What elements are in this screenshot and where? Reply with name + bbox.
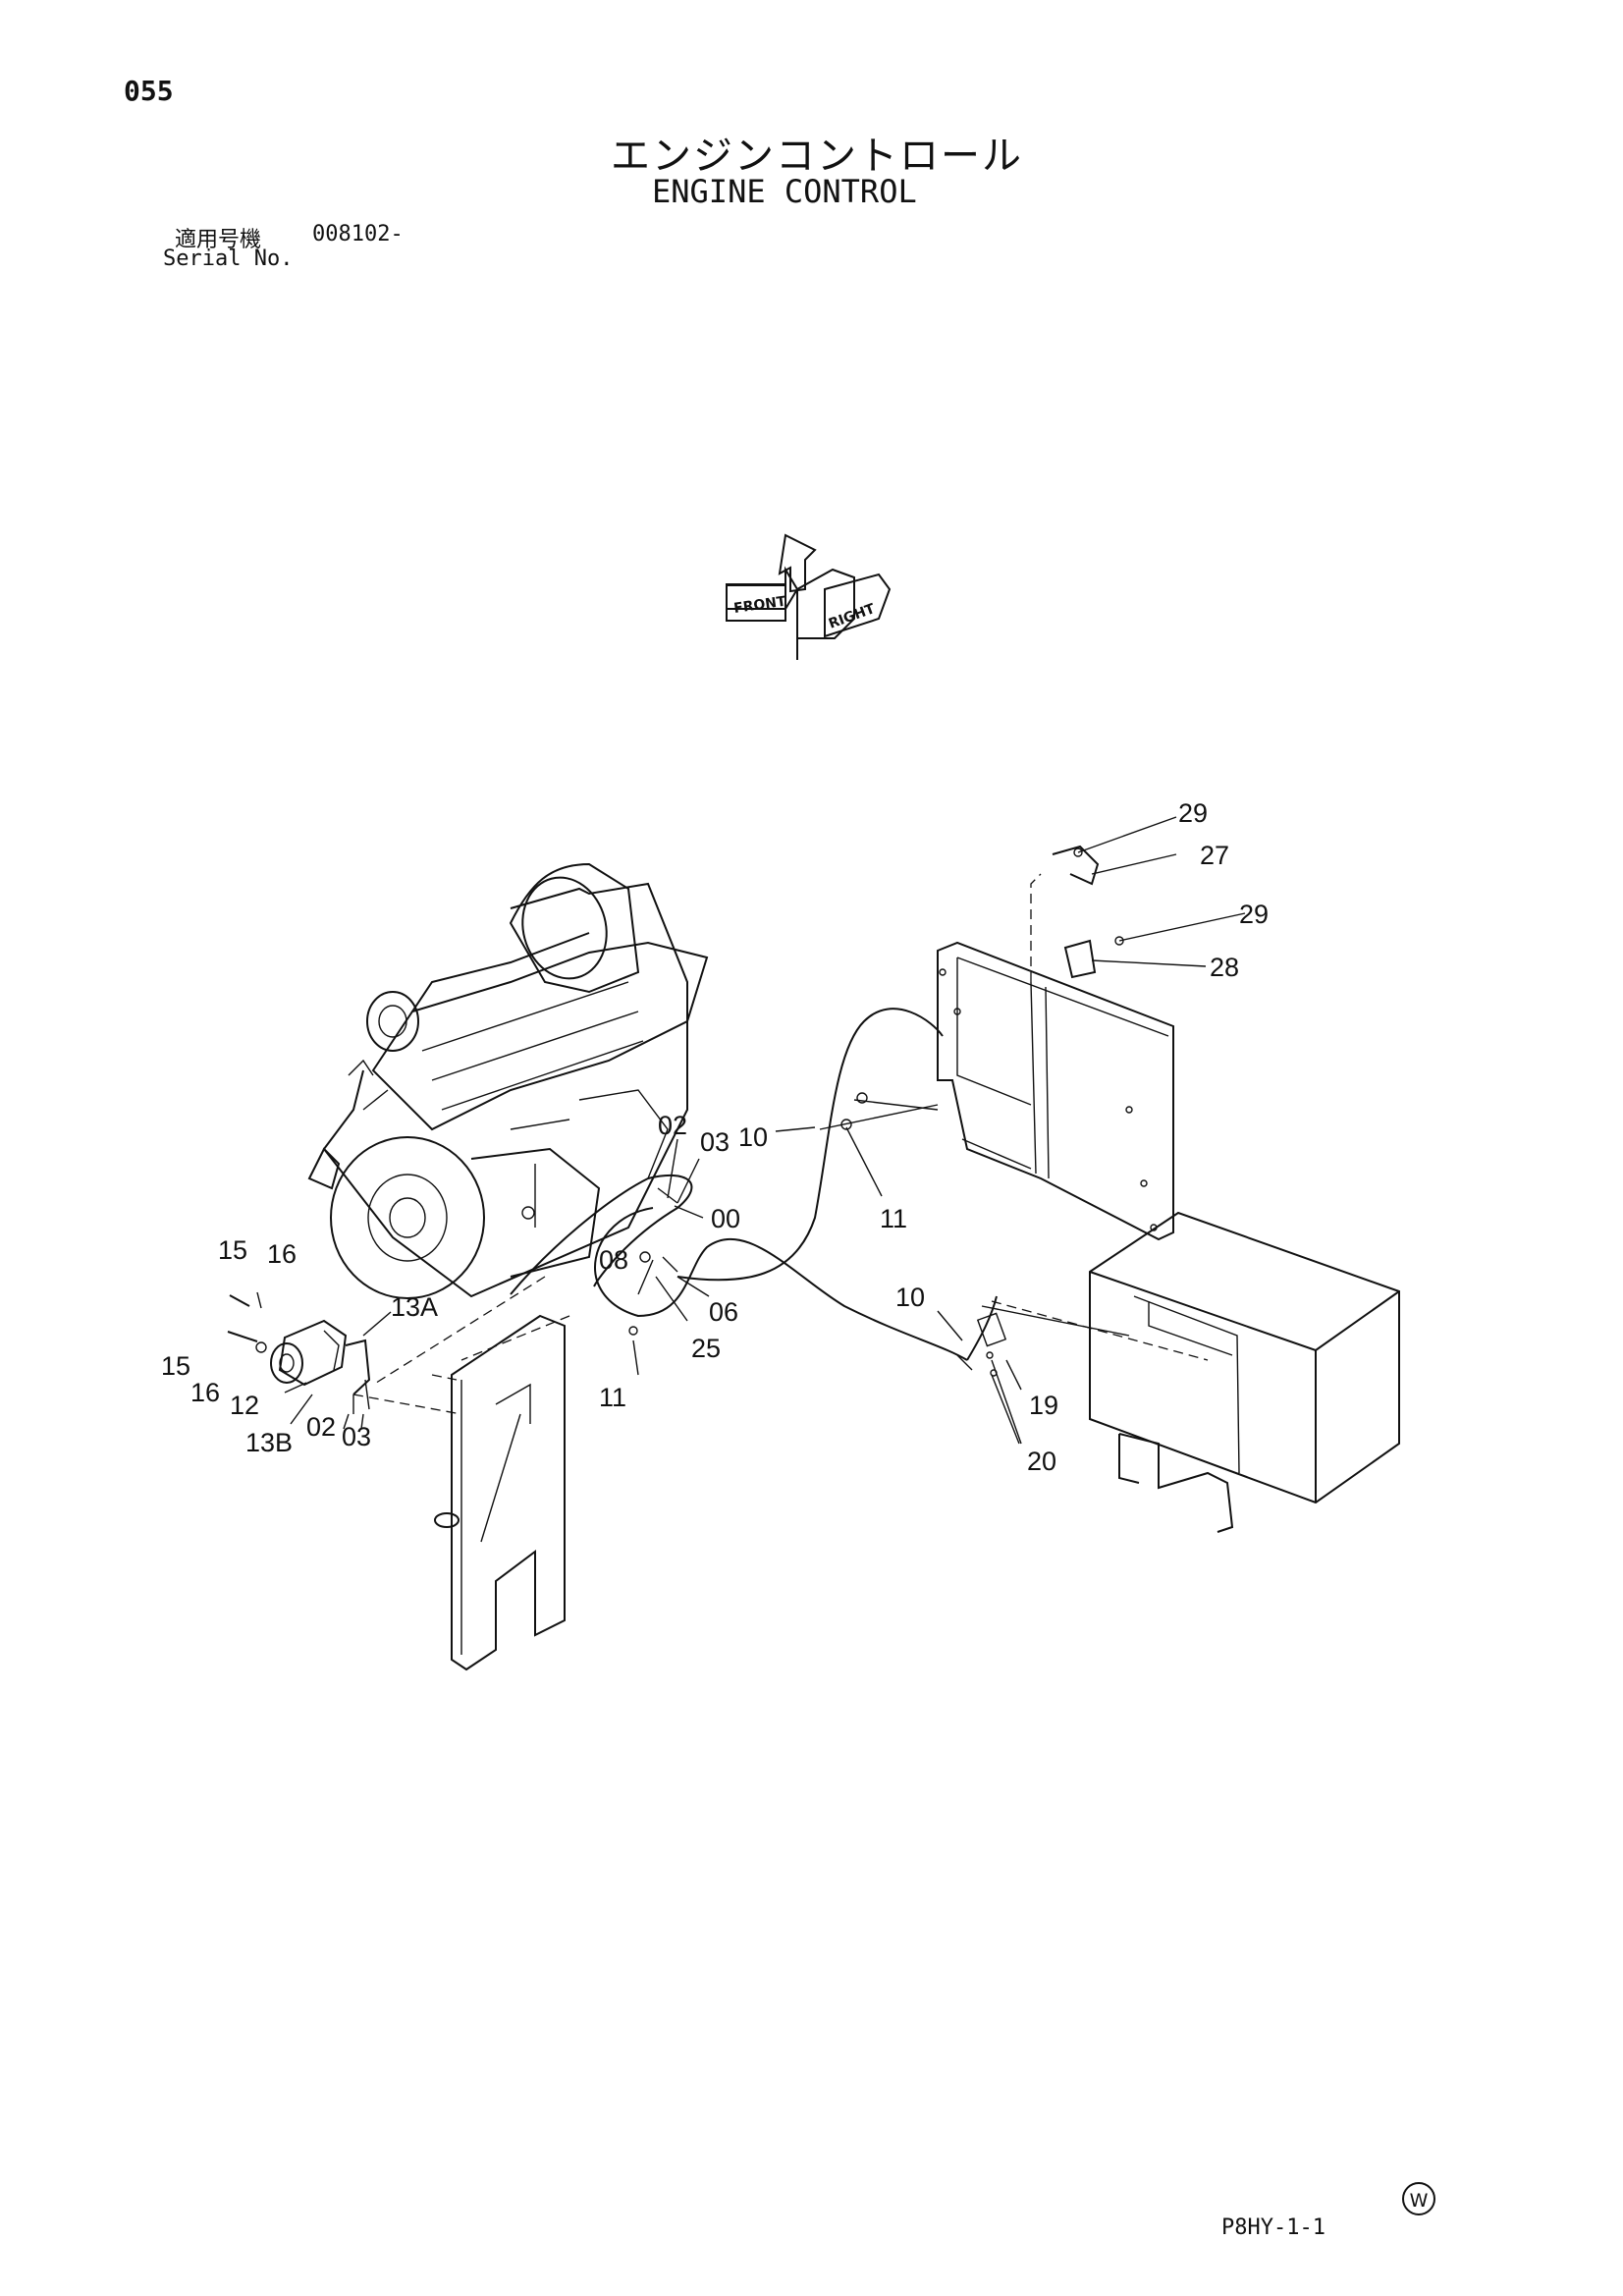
- callout-03-lower: 03: [342, 1422, 371, 1451]
- watermark-circle-icon: W: [1402, 2182, 1435, 2215]
- callout-15-lower: 15: [161, 1351, 190, 1381]
- callout-13A: 13A: [391, 1292, 438, 1322]
- orientation-arrows-icon: FRONT RIGHT: [726, 533, 892, 660]
- callout-00: 00: [711, 1204, 740, 1233]
- control-box-illustration: [991, 1211, 1400, 1533]
- callout-labels: 29 27 29 28 02 03 10 00 11 15 16 13A 08 …: [161, 798, 1269, 1476]
- callout-29-mid: 29: [1239, 900, 1269, 929]
- page-title-english: ENGINE CONTROL: [652, 173, 917, 210]
- callout-02-upper: 02: [658, 1111, 687, 1140]
- callout-12: 12: [230, 1391, 259, 1420]
- serial-number-value: 008102-: [312, 222, 404, 246]
- callout-10-upper: 10: [738, 1122, 768, 1152]
- callout-06: 06: [709, 1297, 738, 1327]
- callout-08: 08: [599, 1245, 628, 1275]
- figure-code: P8HY-1-1: [1221, 2215, 1325, 2240]
- callout-11-upper: 11: [880, 1204, 907, 1233]
- callout-03-upper: 03: [700, 1127, 730, 1157]
- callout-27: 27: [1200, 841, 1229, 870]
- callout-25: 25: [691, 1334, 721, 1363]
- callout-16-upper: 16: [267, 1239, 297, 1269]
- callout-10-lower: 10: [895, 1283, 925, 1312]
- callout-29-top: 29: [1178, 798, 1208, 828]
- control-cable-illustration: [352, 1008, 1130, 1415]
- page-title-japanese: エンジンコントロール: [611, 134, 1023, 179]
- callout-02-lower: 02: [306, 1412, 336, 1442]
- callout-28: 28: [1210, 953, 1239, 982]
- engine-assembly-illustration: [307, 862, 709, 1299]
- front-label: FRONT: [732, 594, 787, 617]
- callout-15-upper: 15: [218, 1235, 247, 1265]
- callout-20: 20: [1027, 1447, 1056, 1476]
- callout-13B: 13B: [245, 1428, 293, 1457]
- callout-11-lower: 11: [599, 1383, 626, 1412]
- cable-clips-illustration: [1052, 845, 1124, 979]
- upper-panel-illustration: [937, 873, 1174, 1241]
- control-motor-illustration: [227, 1291, 371, 1414]
- serial-label-english: Serial No.: [163, 246, 294, 271]
- callout-19: 19: [1029, 1391, 1058, 1420]
- bracket-plate-illustration: [434, 1314, 566, 1671]
- callout-leader-lines: [284, 816, 1246, 1445]
- callout-16-lower: 16: [190, 1378, 220, 1407]
- serial-label-japanese: 適用号機: [175, 228, 262, 252]
- page-number: 055: [124, 75, 174, 107]
